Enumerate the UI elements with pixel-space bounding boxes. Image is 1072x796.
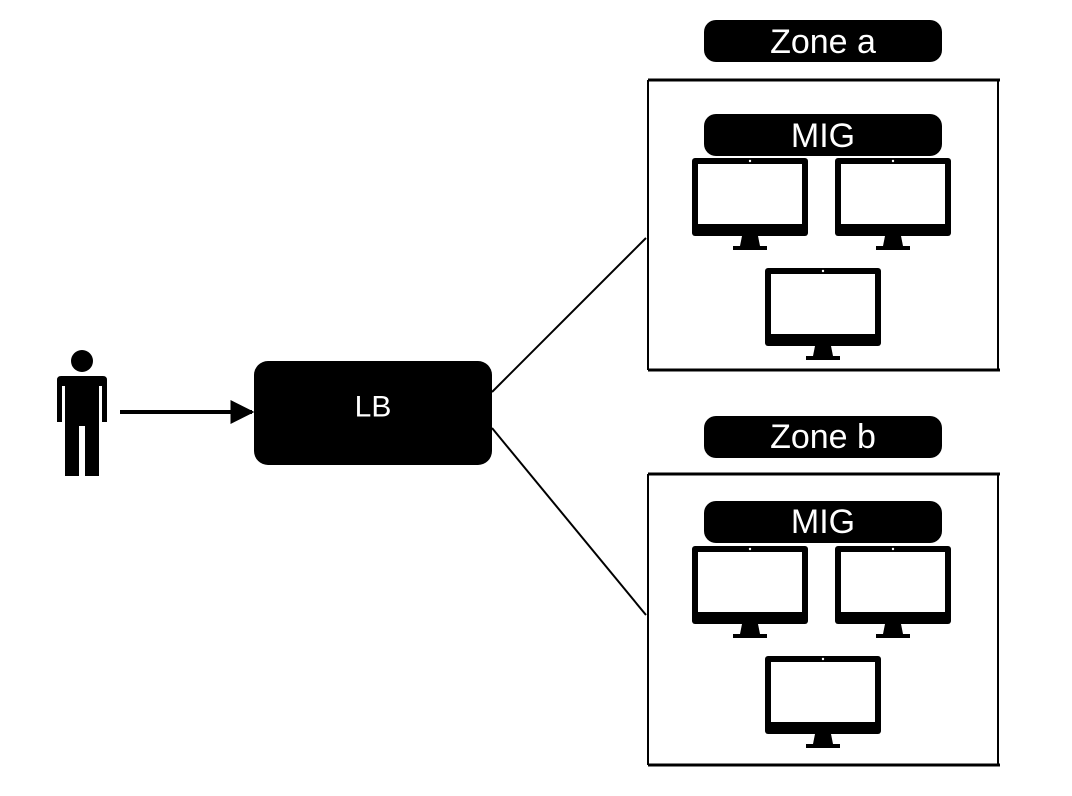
zone-a-label: Zone a — [770, 23, 876, 61]
zone-a-box — [647, 78, 1000, 372]
zone-a-mig: MIG — [704, 114, 942, 156]
monitor-icon — [835, 546, 951, 638]
monitor-icon — [765, 656, 881, 748]
zone-b-mig-label: MIG — [791, 503, 855, 541]
zone-a-mig-label: MIG — [791, 117, 855, 155]
zone-a: Zone a MIG — [647, 20, 1000, 372]
monitor-icon — [835, 158, 951, 250]
zone-b: Zone b MIG — [647, 416, 1000, 767]
zone-b-mig: MIG — [704, 501, 942, 543]
monitor-icon — [692, 158, 808, 250]
zone-b-label: Zone b — [770, 418, 876, 456]
load-balancer[interactable]: LB — [254, 361, 492, 465]
zone-b-box — [647, 472, 1000, 767]
person-icon — [57, 350, 107, 476]
load-balancer-label: LB — [355, 391, 392, 424]
lb-to-zone-b-line — [491, 427, 647, 616]
monitor-icon — [765, 268, 881, 360]
monitor-icon — [692, 546, 808, 638]
lb-to-zone-a-line — [491, 237, 647, 393]
